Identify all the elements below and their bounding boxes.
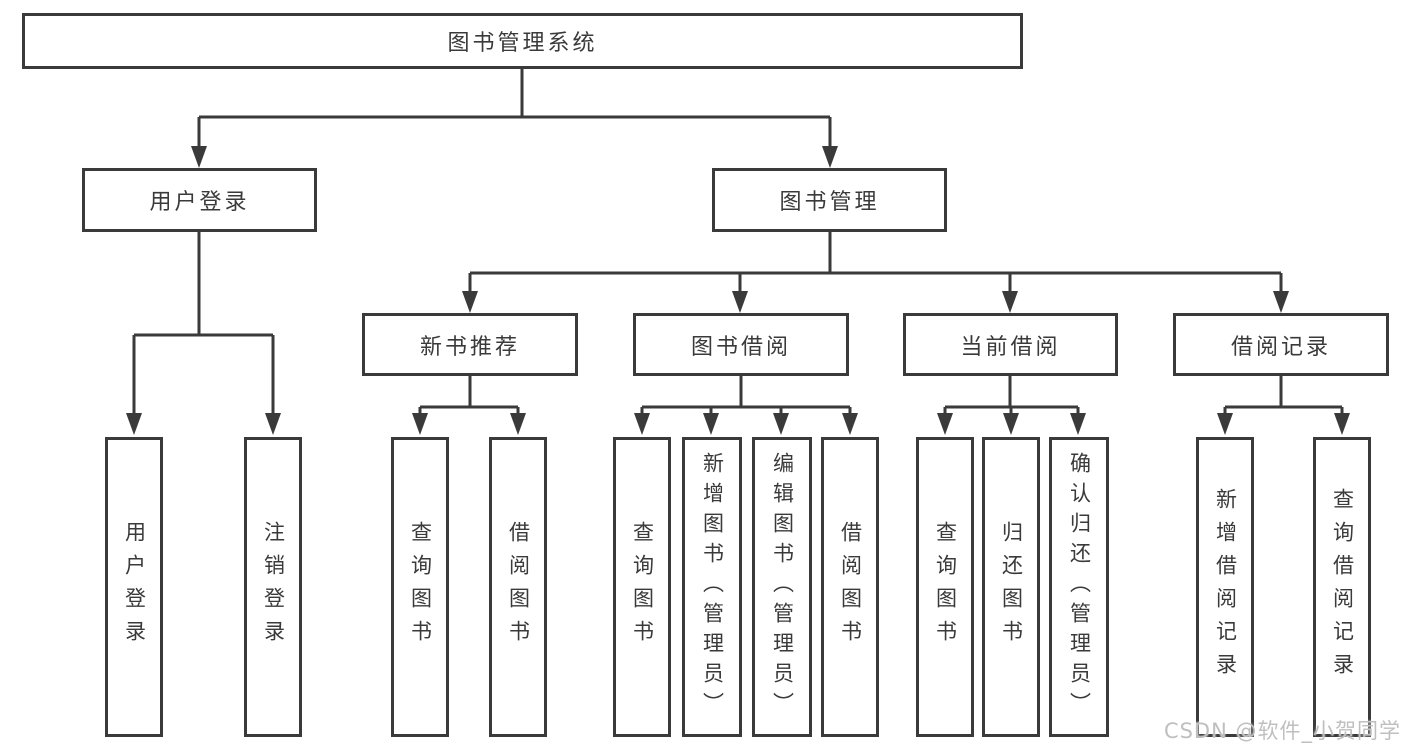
leaf-add-book-admin: 新增图书（管理员） (682, 437, 742, 737)
leaf-query-book-newbook: 查询图书 (391, 437, 449, 737)
node-borrow-record: 借阅记录 (1173, 313, 1389, 376)
leaf-query-book-current: 查询图书 (916, 437, 974, 737)
node-user-login-label: 用户登录 (149, 190, 250, 215)
node-book-management: 图书管理 (712, 168, 947, 232)
node-new-book-recommend: 新书推荐 (362, 313, 578, 376)
leaf-borrow-book: 借阅图书 (821, 437, 879, 737)
leaf-edit-book-admin: 编辑图书（管理员） (752, 437, 812, 737)
leaf-query-borrow-record: 查询借阅记录 (1313, 437, 1371, 737)
node-borrow-record-label: 借阅记录 (1230, 334, 1331, 360)
leaf-add-borrow-record: 新增借阅记录 (1196, 437, 1254, 737)
node-book-borrow: 图书借阅 (633, 313, 849, 376)
node-user-login: 用户登录 (82, 168, 317, 232)
node-root-label: 图书管理系统 (447, 31, 598, 56)
leaf-confirm-return-admin: 确认归还（管理员） (1049, 437, 1109, 737)
leaf-query-book-borrow: 查询图书 (613, 437, 671, 737)
leaf-user-login: 用户登录 (105, 437, 163, 737)
leaf-logout: 注销登录 (244, 437, 302, 737)
node-book-management-label: 图书管理 (779, 190, 880, 215)
node-book-borrow-label: 图书借阅 (690, 334, 791, 360)
node-current-borrow-label: 当前借阅 (960, 334, 1061, 360)
node-new-book-recommend-label: 新书推荐 (419, 334, 520, 360)
leaf-borrow-book-newbook: 借阅图书 (489, 437, 547, 737)
node-current-borrow: 当前借阅 (903, 313, 1118, 376)
csdn-watermark: CSDN @软件_小贺同学 (1163, 719, 1401, 743)
leaf-return-book: 归还图书 (982, 437, 1040, 737)
node-root-library-system: 图书管理系统 (22, 13, 1023, 69)
